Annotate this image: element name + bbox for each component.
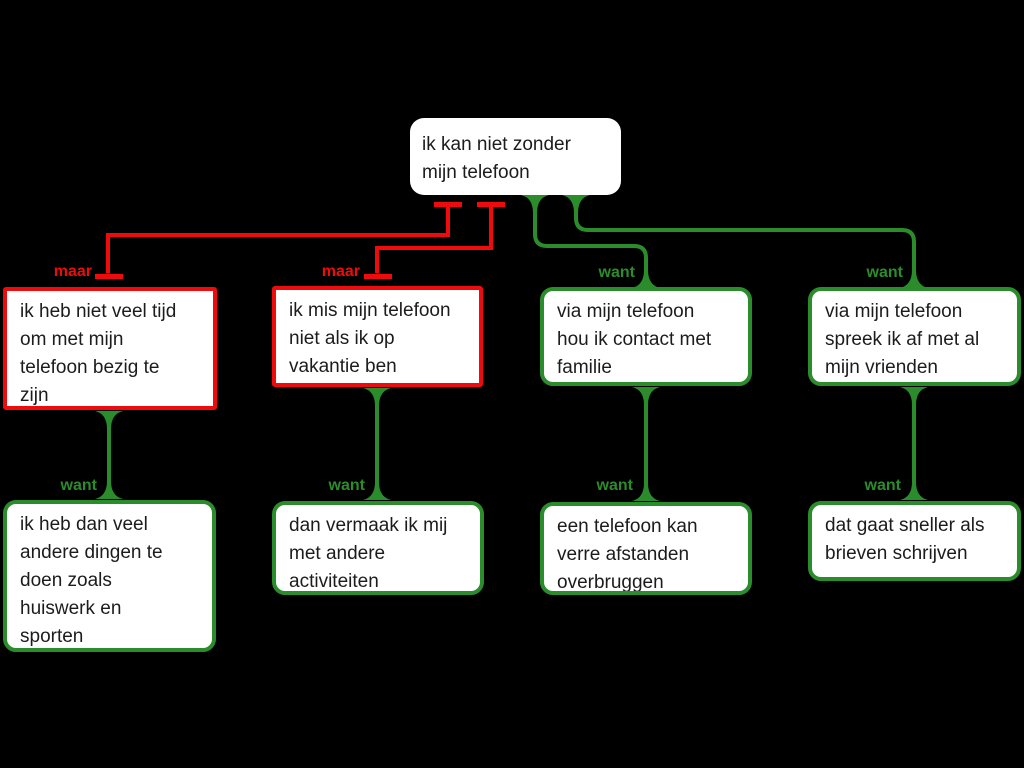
- connector-line: [574, 211, 916, 273]
- objection-bar-start: [434, 202, 462, 207]
- reason-connector-6: [900, 387, 928, 500]
- edge-label-want-3: want: [60, 477, 97, 494]
- objection-bar-start: [477, 202, 505, 207]
- flare-bottom: [900, 482, 928, 500]
- node-sub-objection-1[interactable]: ik heb dan veel andere dingen te doen zo…: [3, 500, 216, 652]
- reason-connector-4: [363, 388, 391, 500]
- flare-bottom: [632, 483, 660, 501]
- flare-top: [95, 411, 123, 429]
- reason-connector-2: [562, 195, 928, 288]
- flare-top: [562, 195, 590, 213]
- edge-label-maar-1: maar: [53, 263, 92, 280]
- edge-label-want-6: want: [864, 477, 901, 494]
- node-sub-objection-2[interactable]: dan vermaak ik mij met andere activiteit…: [272, 501, 484, 595]
- reason-connector-3: [95, 411, 123, 499]
- edge-label-want-4: want: [328, 477, 365, 494]
- flare-bottom: [632, 270, 660, 288]
- flare-top: [363, 388, 391, 406]
- connector-line: [106, 206, 450, 273]
- flare-bottom: [900, 270, 928, 288]
- connector-line: [375, 206, 493, 273]
- flare-top: [521, 195, 549, 213]
- node-reason-1[interactable]: via mijn telefoon hou ik contact met fam…: [540, 287, 752, 386]
- edge-label-maar-2: maar: [321, 263, 360, 280]
- objection-bar-end: [364, 274, 392, 279]
- node-claim[interactable]: ik kan niet zonder mijn telefoon: [410, 118, 621, 195]
- flare-top: [900, 387, 928, 405]
- node-reason-2[interactable]: via mijn telefoon spreek ik af met al mi…: [808, 287, 1021, 386]
- connector-line: [533, 211, 648, 273]
- node-objection-1[interactable]: ik heb niet veel tijd om met mijn telefo…: [3, 287, 217, 410]
- objection-bar-end: [95, 274, 123, 279]
- flare-bottom: [95, 481, 123, 499]
- edge-label-want-2: want: [866, 264, 903, 281]
- objection-connector-2: [364, 202, 505, 279]
- objection-connector-1: [95, 202, 462, 279]
- flare-bottom: [363, 482, 391, 500]
- node-sub-reason-2[interactable]: dat gaat sneller als brieven schrijven: [808, 501, 1021, 581]
- flare-top: [632, 387, 660, 405]
- reason-connector-5: [632, 387, 660, 501]
- reason-connector-1: [521, 195, 660, 288]
- edge-label-want-5: want: [596, 477, 633, 494]
- node-sub-reason-1[interactable]: een telefoon kan verre afstanden overbru…: [540, 502, 752, 595]
- node-objection-2[interactable]: ik mis mijn telefoon niet als ik op vaka…: [272, 286, 483, 387]
- edge-label-want-1: want: [598, 264, 635, 281]
